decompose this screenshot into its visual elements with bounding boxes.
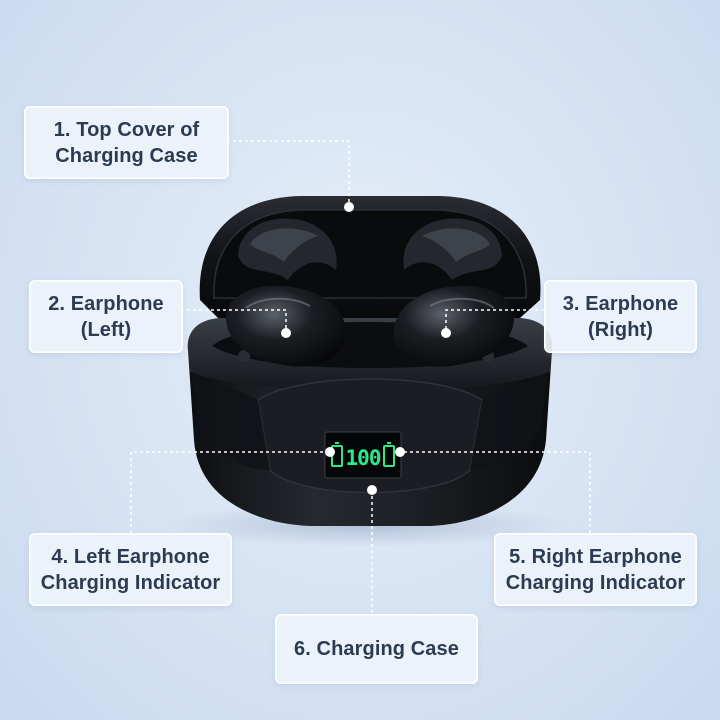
charging-case (187, 318, 553, 526)
callout-line: Charging Case (55, 144, 198, 167)
callout-line: Charging Indicator (505, 571, 686, 594)
callout-line: 2. Earphone (48, 292, 164, 315)
callout-earphone-right: 3. Earphone (Right) (544, 280, 697, 353)
callout-top-cover: 1. Top Cover of Charging Case (24, 106, 229, 179)
callout-line: 6. Charging Case (294, 638, 459, 660)
callout-line: (Left) (80, 318, 132, 341)
earphone-right (393, 285, 515, 367)
callout-earphone-left: 2. Earphone (Left) (29, 280, 183, 353)
connector-dots (281, 202, 451, 495)
callout-line: 3. Earphone (562, 292, 679, 315)
callout-line: (Right) (587, 318, 654, 341)
battery-icon-right (383, 442, 395, 467)
callout-line: 4. Left Earphone (51, 545, 210, 568)
led-display: 100 (324, 431, 402, 479)
callout-charging-case: 6. Charging Case (275, 614, 478, 684)
callout-line: Charging Indicator (40, 571, 221, 594)
callout-line: 5. Right Earphone (509, 545, 682, 568)
callout-line: 1. Top Cover of (53, 118, 200, 141)
magnet-dot (238, 350, 250, 362)
callout-left-indicator: 4. Left Earphone Charging Indicator (29, 533, 232, 606)
battery-percentage: 100 (346, 446, 381, 470)
connector-lines (130, 140, 591, 614)
callout-right-indicator: 5. Right Earphone Charging Indicator (494, 533, 697, 606)
